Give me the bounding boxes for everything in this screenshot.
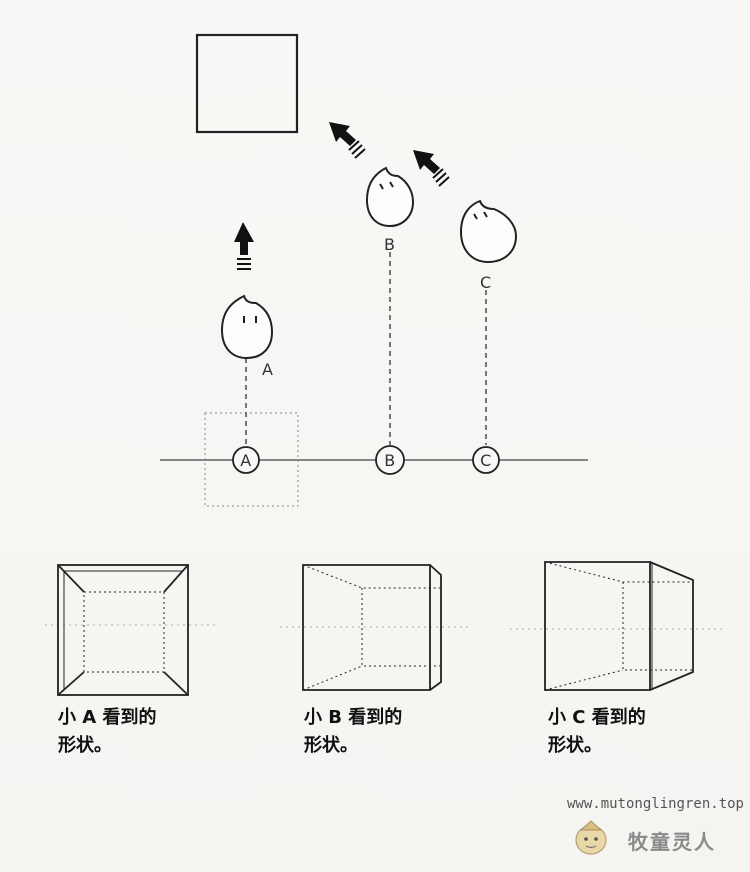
target-square: [195, 33, 299, 134]
svg-text:B: B: [384, 451, 395, 470]
viewer-a-label: A: [262, 360, 273, 379]
watermark-brand: 牧童灵人: [628, 830, 716, 854]
box-view-c: [544, 561, 694, 691]
caption-a: 小 A 看到的 形状。: [58, 707, 157, 756]
watermark-url: www.mutonglingren.top: [566, 796, 744, 812]
arrow-b: [329, 122, 366, 159]
svg-text:C: C: [480, 451, 492, 470]
viewer-a-head: [220, 294, 274, 360]
viewer-b-label: B: [384, 235, 395, 254]
dotted-square-a: [204, 412, 299, 507]
position-marker-b: B: [375, 445, 405, 475]
svg-text:A: A: [240, 451, 251, 470]
position-marker-a: A: [232, 446, 260, 474]
cartoon-character-logo-icon: [575, 820, 607, 855]
viewer-c-label: C: [480, 273, 492, 292]
box-view-b: [302, 564, 442, 691]
viewer-c-head: [459, 199, 518, 264]
viewer-b-head: [365, 166, 415, 228]
caption-c: 小 C 看到的 形状。: [548, 707, 646, 756]
arrow-c: [413, 150, 450, 187]
box-view-a: [57, 564, 189, 696]
position-marker-c: C: [472, 446, 500, 474]
arrow-a: [234, 222, 254, 270]
caption-b: 小 B 看到的 形状。: [304, 707, 403, 756]
